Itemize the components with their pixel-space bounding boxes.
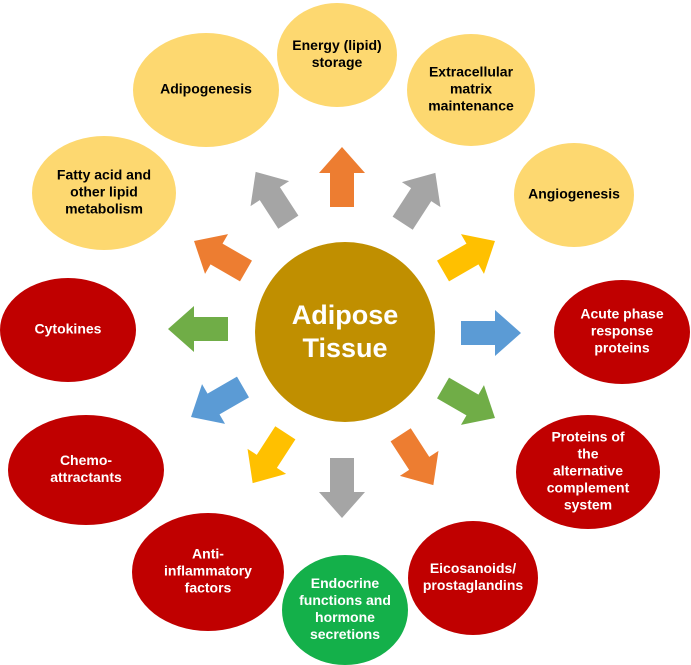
node-label-line: attractants [50,469,122,485]
node-shape [408,521,538,635]
node-label-line: matrix [450,81,492,97]
arrow-right-upper [437,234,495,282]
node-label-line: Extracellular [429,64,514,80]
node-label-line: other lipid [70,184,138,200]
arrow-left [168,306,228,352]
node-shape [407,34,535,146]
arrow-up [319,147,365,207]
node-chemo-attractants: Chemo-attractants [8,415,164,525]
node-label-line: storage [312,54,363,70]
center-label-line-1: Adipose [292,300,399,330]
arrow-down-right [390,428,439,486]
node-label-line: Acute phase [580,306,663,322]
center-label-line-2: Tissue [302,333,387,363]
arrow-right [461,310,521,356]
node-shape [516,415,660,529]
node-shape [0,278,136,382]
node-shape [277,3,397,107]
node-label-line: factors [185,580,232,596]
node-shape [32,136,176,250]
arrows-layer [168,147,521,518]
center-circle [255,242,435,422]
node-label-line: Chemo- [60,452,112,468]
node-label-line: metabolism [65,201,143,217]
arrow-down-left [247,426,296,484]
node-cytokines: Cytokines [0,278,136,382]
node-eicosanoids-prostaglandins: Eicosanoids/prostaglandins [408,521,538,635]
arrow-left-upper [194,234,252,282]
center-node: Adipose Tissue [255,242,435,422]
node-label-line: functions and [299,592,391,608]
node-label-line: Cytokines [35,321,102,337]
node-shape [133,33,279,147]
node-label-line: complement [547,480,630,496]
node-label-line: system [564,497,612,513]
arrow-left-lower [191,376,249,424]
node-label-line: Energy (lipid) [292,37,381,53]
node-shape [132,513,284,631]
node-label-line: inflammatory [164,563,252,579]
node-label-line: Proteins of [551,429,624,445]
node-angiogenesis: Angiogenesis [514,143,634,247]
node-label-line: Endocrine [311,575,380,591]
arrow-right-lower [437,377,495,425]
arrow-down [319,458,365,518]
node-label-line: Adipogenesis [160,81,252,97]
node-shape [514,143,634,247]
node-label-line: prostaglandins [423,577,524,593]
node-label-line: Anti- [192,546,224,562]
node-label-line: secretions [310,626,380,642]
node-label-line: response [591,323,653,339]
node-adipogenesis: Adipogenesis [133,33,279,147]
node-shape [8,415,164,525]
node-shape [282,555,408,665]
nodes-layer: Energy (lipid)storageExtracellularmatrix… [0,3,690,665]
node-label-line: Angiogenesis [528,186,620,202]
node-label-line: hormone [315,609,375,625]
arrow-up-right [392,172,441,230]
node-energy-lipid-storage: Energy (lipid)storage [277,3,397,107]
node-shape [554,280,690,384]
node-label-line: Fatty acid and [57,167,151,183]
node-label-line: alternative [553,463,623,479]
node-label-line: maintenance [428,98,514,114]
arrow-up-left [250,171,299,229]
node-proteins-alternative-complement-system: Proteins ofthealternativecomplementsyste… [516,415,660,529]
node-label-line: the [578,446,599,462]
node-label-line: Eicosanoids/ [430,560,516,576]
node-label-line: proteins [594,340,649,356]
